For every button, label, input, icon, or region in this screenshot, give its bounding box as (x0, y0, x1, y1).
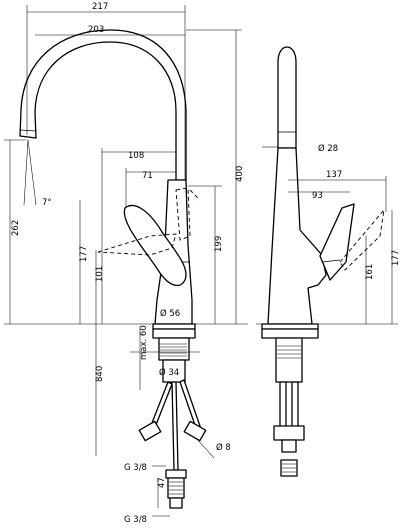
front-view: 217 203 262 7° 108 71 Ø 56 177 101 199 4… (4, 2, 248, 525)
dim-840: 840 (95, 366, 105, 382)
dim-hole-diameter: Ø 34 (159, 367, 179, 378)
lever-handle (123, 204, 187, 287)
spout-outline (19, 29, 187, 181)
dim-177-right: 177 (391, 250, 401, 266)
dim-400: 400 (235, 166, 245, 182)
dim-108: 108 (128, 151, 144, 161)
dim-137: 137 (326, 170, 342, 180)
dim-71: 71 (142, 171, 153, 181)
dim-hose-diameter: Ø 8 (216, 442, 231, 453)
dim-angle: 7° (42, 198, 52, 208)
side-lever-alt (339, 208, 385, 271)
dim-max-60: max. 60 (139, 325, 149, 360)
deck-plate (152, 323, 196, 330)
side-view: Ø 28 137 93 161 177 (256, 46, 401, 477)
dim-thread-a: G 3/8 (124, 463, 147, 473)
dim-199: 199 (214, 236, 224, 252)
dim-thread-b: G 3/8 (124, 515, 147, 525)
side-body (267, 147, 327, 325)
dim-47: 47 (157, 477, 167, 488)
dim-spout-diameter: Ø 28 (318, 143, 338, 154)
dim-161: 161 (365, 264, 375, 280)
dim-262: 262 (11, 220, 21, 236)
dim-93: 93 (312, 191, 323, 201)
dim-203: 203 (88, 25, 104, 35)
dim-177-left: 177 (79, 246, 89, 262)
lever-alt-position (97, 233, 177, 256)
side-spout (277, 46, 297, 149)
dim-101: 101 (95, 266, 105, 282)
side-lever (319, 203, 355, 281)
mount-stud (158, 337, 190, 361)
dim-base-diameter: Ø 56 (160, 308, 180, 319)
dim-217: 217 (92, 2, 108, 12)
